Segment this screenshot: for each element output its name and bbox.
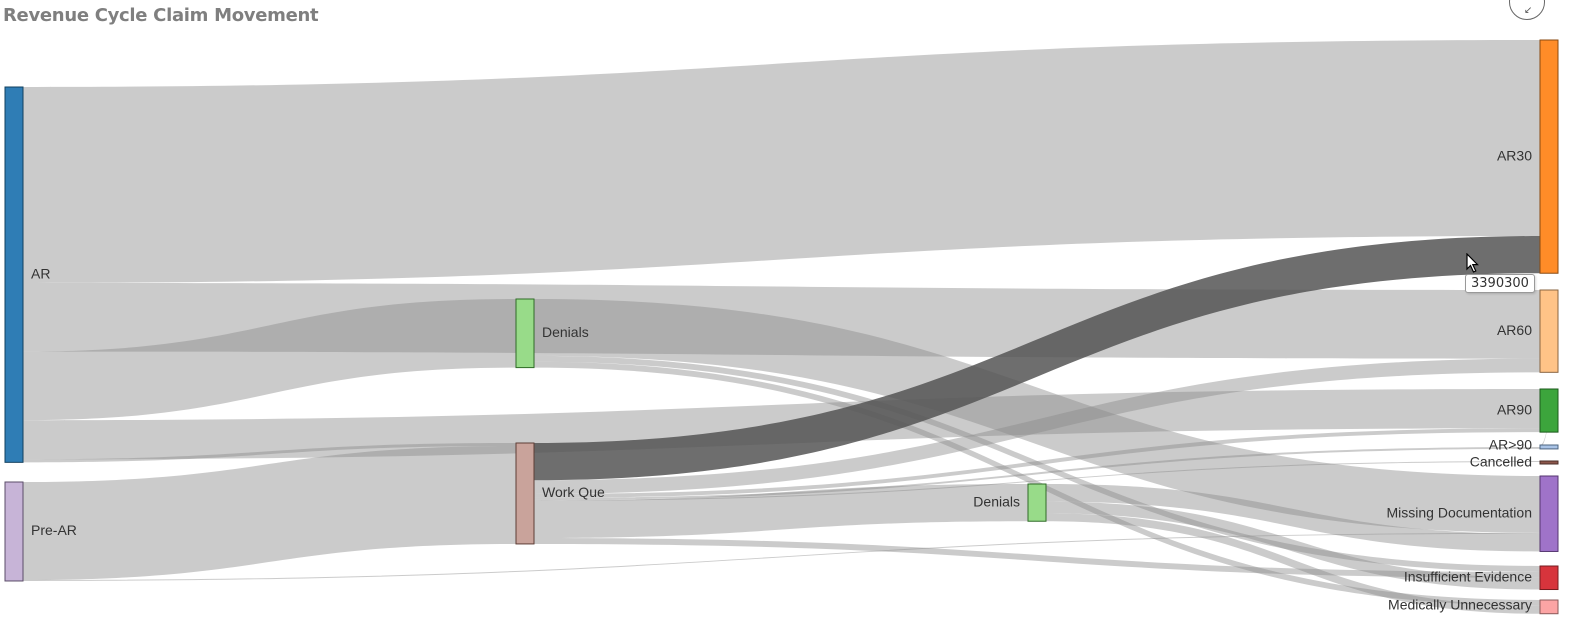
node-missdoc[interactable] <box>1539 475 1559 552</box>
node-ar60[interactable] <box>1539 289 1559 373</box>
link-workque-to-ar90p[interactable] <box>534 446 1540 500</box>
link-denials1-to-insuff[interactable] <box>534 355 1540 572</box>
link-workque-to-denials2[interactable] <box>534 484 1028 539</box>
node-ar30[interactable] <box>1539 39 1559 274</box>
link-workque-to-ar60[interactable] <box>534 358 1540 494</box>
node-cancel[interactable] <box>1539 460 1559 465</box>
node-workque[interactable] <box>515 442 535 545</box>
link-value-tooltip: 3390300 <box>1465 274 1535 293</box>
link-prear-to-missdoc[interactable] <box>23 532 1540 581</box>
node-label-workque: Work Que <box>542 484 605 500</box>
node-denials2[interactable] <box>1027 483 1047 522</box>
link-ar-to-ar30[interactable] <box>23 40 1540 283</box>
node-ar[interactable] <box>4 86 24 463</box>
mouse-pointer-icon <box>1466 253 1479 273</box>
node-ar90p[interactable] <box>1539 444 1559 450</box>
sankey-nodes <box>4 39 1559 615</box>
chart-title: Revenue Cycle Claim Movement <box>3 5 319 26</box>
node-label-ar30: AR30 <box>1497 147 1532 163</box>
link-denials1-to-missdoc[interactable] <box>534 299 1540 533</box>
link-denials2-to-medun[interactable] <box>1046 513 1540 614</box>
link-prear-to-workque[interactable] <box>23 445 516 580</box>
link-workque-to-ar30[interactable] <box>534 236 1540 481</box>
node-label-ar90: AR90 <box>1497 401 1532 417</box>
node-label-ar60: AR60 <box>1497 322 1532 338</box>
sankey-links <box>23 40 1558 614</box>
link-denials2-to-missdoc[interactable] <box>1046 484 1540 552</box>
link-workque-to-insuff[interactable] <box>534 538 1540 578</box>
node-denials1[interactable] <box>515 298 535 369</box>
node-label-denials2: Denials <box>973 493 1020 509</box>
node-medun[interactable] <box>1539 599 1559 615</box>
node-label-ar90p: AR>90 <box>1489 437 1532 453</box>
node-label-prear: Pre-AR <box>31 522 77 538</box>
collapse-icon: ↗ <box>1524 4 1533 15</box>
link-workque-to-cancel[interactable] <box>534 461 1540 501</box>
node-label-insuff: Insufficient Evidence <box>1404 568 1532 584</box>
node-label-missdoc: Missing Documentation <box>1386 504 1532 520</box>
node-label-ar: AR <box>31 265 50 281</box>
node-insuff[interactable] <box>1539 565 1559 591</box>
link-workque-to-ar90[interactable] <box>534 428 1540 498</box>
node-label-denials1: Denials <box>542 324 589 340</box>
node-label-medun: Medically Unnecessary <box>1388 597 1532 613</box>
link-denials2-to-insuff[interactable] <box>1046 501 1540 590</box>
node-ar90[interactable] <box>1539 388 1559 433</box>
link-ar-to-workque[interactable] <box>23 443 516 463</box>
node-prear[interactable] <box>4 481 24 582</box>
link-ar-to-denials1[interactable] <box>23 299 516 421</box>
node-label-cancel: Cancelled <box>1470 454 1532 470</box>
